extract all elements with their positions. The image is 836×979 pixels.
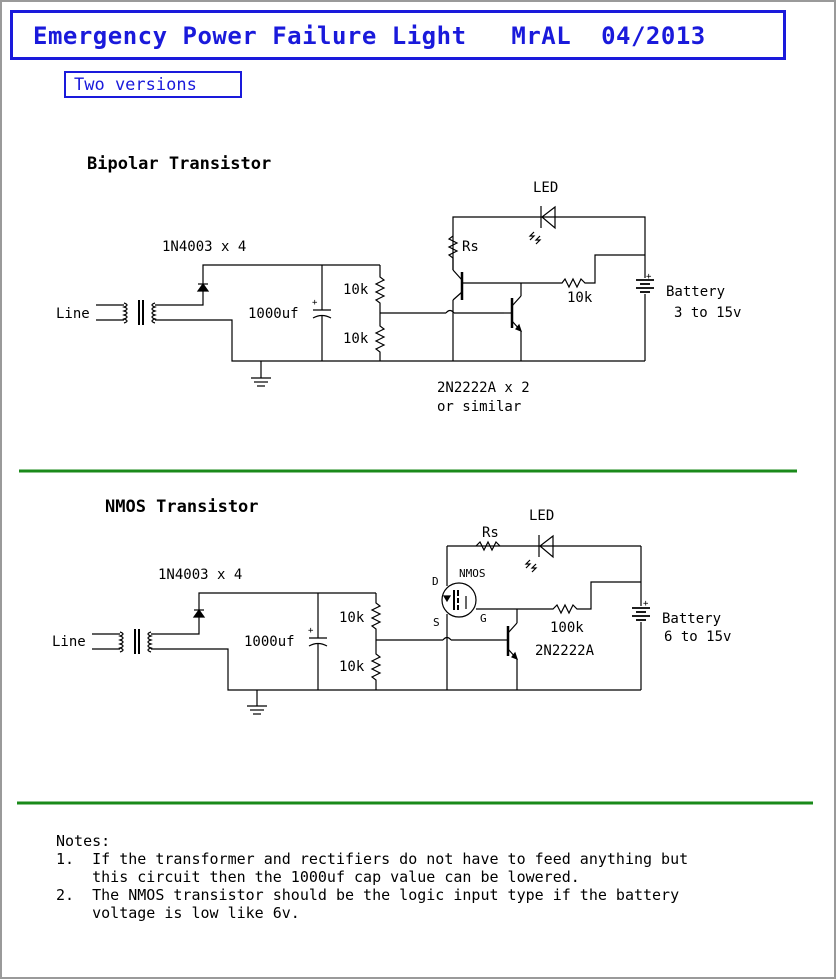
nmos-r-top-label: 10k bbox=[339, 610, 365, 626]
transformer-icon bbox=[96, 300, 175, 325]
subtitle-box: Two versions bbox=[64, 71, 242, 98]
nmos-cap-label: 1000uf bbox=[244, 634, 295, 650]
bipolar-r-top-label: 10k bbox=[343, 282, 369, 298]
nmos-line-label: Line bbox=[52, 634, 86, 650]
resistor-icon bbox=[475, 540, 501, 552]
nmos-fet-icon bbox=[441, 545, 641, 690]
cap-plus-sign: + bbox=[308, 626, 314, 636]
nmos-r-base-label: 100k bbox=[550, 620, 584, 636]
bipolar-line-label: Line bbox=[56, 306, 90, 322]
notes-heading: Notes: bbox=[56, 832, 111, 850]
bipolar-cap-label: 1000uf bbox=[248, 306, 299, 322]
bipolar-battery-range: 3 to 15v bbox=[674, 305, 741, 321]
title-box: Emergency Power Failure Light MrAL 04/20… bbox=[10, 10, 786, 60]
bipolar-circuit bbox=[96, 205, 654, 387]
nmos-pin-d: D bbox=[432, 575, 439, 588]
nmos-diodes-label: 1N4003 x 4 bbox=[158, 567, 242, 583]
diode-icon bbox=[192, 608, 206, 618]
resistor-icon bbox=[517, 581, 641, 615]
bipolar-diodes-label: 1N4003 x 4 bbox=[162, 239, 246, 255]
capacitor-icon bbox=[312, 265, 332, 361]
transistor-icon bbox=[500, 609, 518, 690]
battery-icon bbox=[632, 546, 650, 690]
resistor-icon bbox=[370, 593, 382, 690]
transformer-icon bbox=[92, 629, 171, 654]
ground-icon bbox=[251, 361, 271, 387]
note-item: 2. The NMOS transistor should be the log… bbox=[56, 886, 680, 922]
bipolar-led-label: LED bbox=[533, 180, 558, 196]
nmos-fet-label: NMOS bbox=[459, 567, 486, 580]
bipolar-battery-label: Battery bbox=[666, 284, 725, 300]
notes-section: Notes:1. If the transformer and rectifie… bbox=[56, 832, 688, 922]
page-title: Emergency Power Failure Light MrAL 04/20… bbox=[33, 22, 706, 50]
bipolar-r-bot-label: 10k bbox=[343, 331, 369, 347]
nmos-circuit bbox=[92, 534, 650, 715]
note-item: 1. If the transformer and rectifiers do … bbox=[56, 850, 689, 886]
nmos-pin-s: S bbox=[433, 616, 440, 629]
capacitor-icon bbox=[308, 593, 328, 690]
bipolar-r-base-label: 10k bbox=[567, 290, 593, 306]
bipolar-rs-label: Rs bbox=[462, 239, 479, 255]
led-icon bbox=[528, 205, 556, 245]
nmos-r-bot-label: 10k bbox=[339, 659, 365, 675]
battery-icon bbox=[636, 275, 654, 361]
transistor-icon bbox=[452, 269, 555, 361]
resistor-icon bbox=[555, 254, 645, 289]
nmos-heading: NMOS Transistor bbox=[105, 497, 259, 517]
nmos-battery-range: 6 to 15v bbox=[664, 629, 731, 645]
resistor-icon bbox=[374, 265, 386, 361]
nmos-pin-g: G bbox=[480, 612, 487, 625]
bipolar-transistor-note: or similar bbox=[437, 399, 521, 415]
nmos-led-label: LED bbox=[529, 508, 554, 524]
bipolar-transistor-label: 2N2222A x 2 bbox=[437, 380, 530, 396]
nmos-rs-label: Rs bbox=[482, 525, 499, 541]
nmos-battery-label: Battery bbox=[662, 611, 721, 627]
resistor-icon bbox=[447, 235, 459, 270]
bipolar-heading: Bipolar Transistor bbox=[87, 154, 271, 174]
ground-icon bbox=[247, 690, 267, 715]
cap-plus-sign: + bbox=[312, 298, 318, 308]
transistor-icon bbox=[504, 283, 522, 361]
nmos-transistor-label: 2N2222A bbox=[535, 643, 595, 659]
battery-plus-sign: + bbox=[643, 599, 649, 609]
diode-icon bbox=[196, 282, 210, 292]
led-icon bbox=[524, 534, 554, 573]
battery-plus-sign: + bbox=[646, 272, 652, 282]
subtitle: Two versions bbox=[74, 75, 197, 95]
